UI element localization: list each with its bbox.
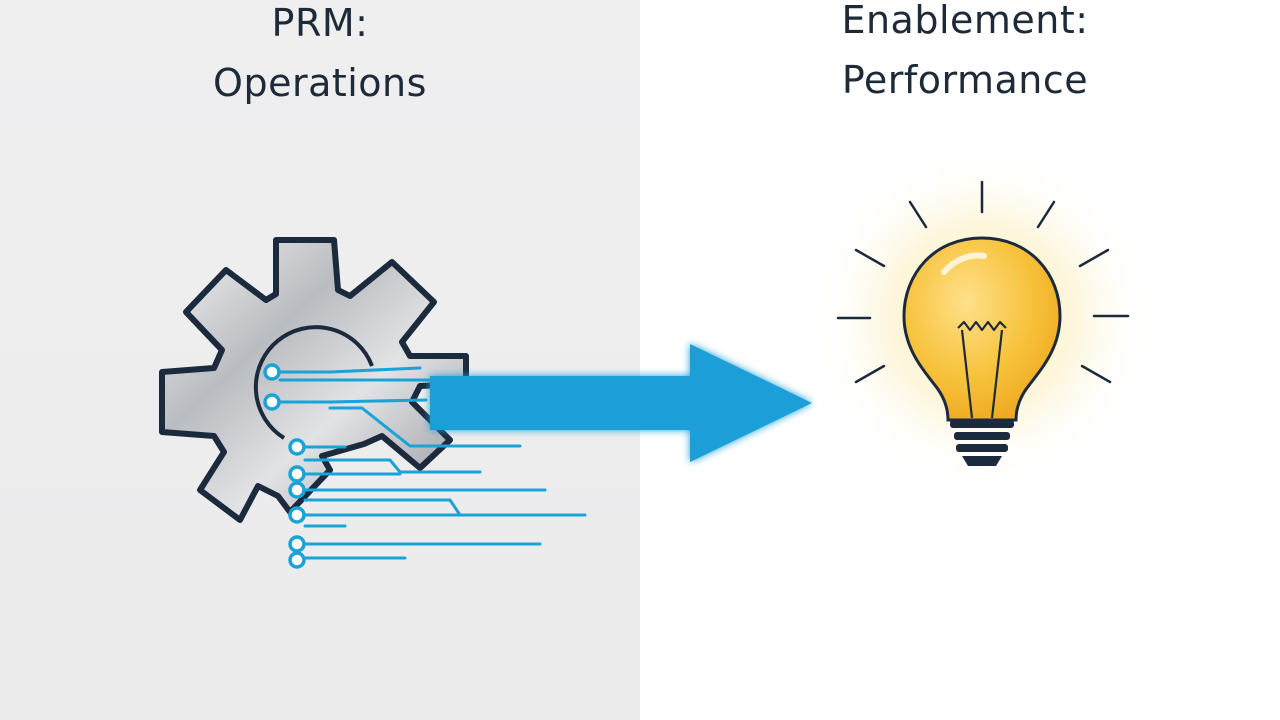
lightbulb-icon	[812, 148, 1152, 488]
circuit-node	[288, 506, 306, 524]
ray	[1080, 364, 1112, 384]
circuit-trace	[278, 398, 428, 404]
circuit-node	[263, 393, 281, 411]
right-title-line2: Performance	[841, 58, 1089, 102]
circuit-node	[288, 438, 306, 456]
bulb-filament	[957, 320, 1007, 419]
circuit-node	[288, 551, 306, 569]
arrow-right-icon	[430, 344, 812, 462]
ray	[854, 364, 886, 384]
left-title-line1: PRM:	[271, 1, 369, 45]
circuit-node	[288, 535, 306, 553]
bulb-base	[950, 420, 1014, 466]
ray	[908, 200, 928, 229]
ray	[1078, 248, 1110, 268]
ray	[854, 248, 886, 268]
right-panel-title: Enablement: Performance	[765, 0, 1165, 110]
circuit-trace	[278, 366, 422, 374]
gear-circuit-icon	[159, 237, 587, 569]
circuit-trace	[303, 458, 482, 474]
circuit-trace	[328, 406, 522, 448]
gear-hub	[253, 325, 374, 440]
right-title-line1: Enablement:	[841, 0, 1089, 42]
circuit-node	[288, 465, 306, 483]
ray	[1036, 200, 1056, 229]
circuit-node	[288, 481, 306, 499]
circuit-node	[263, 363, 281, 381]
bulb-rays	[836, 180, 1130, 384]
left-title-line2: Operations	[213, 61, 427, 105]
left-panel-title: PRM: Operations	[120, 0, 520, 113]
circuit-nodes	[263, 363, 306, 569]
circuit-trace	[303, 498, 587, 517]
bulb-highlight	[941, 252, 987, 275]
